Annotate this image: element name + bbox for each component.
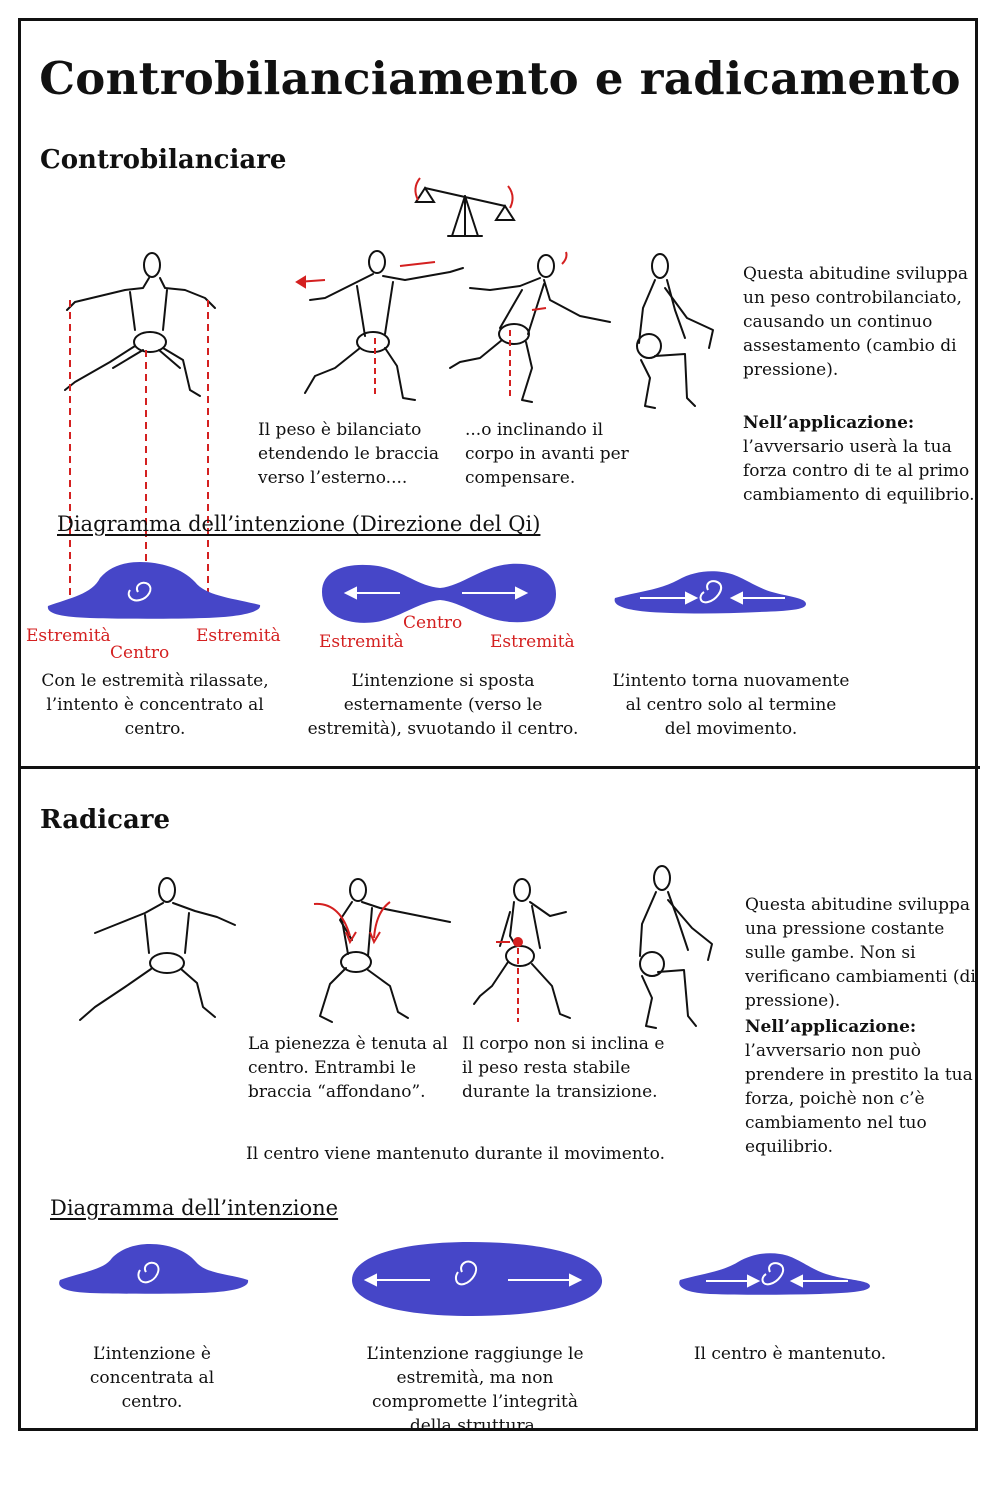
counter-caption-2: ...o inclinando il corpo in avanti per c… <box>465 420 629 488</box>
figure-counterbalance-arms <box>295 250 464 401</box>
section-divider <box>18 766 980 769</box>
root-blobs <box>59 1242 870 1316</box>
root-diagram-caption-2: L’intenzione raggiunge le estremità, ma … <box>366 1344 584 1436</box>
root-caption-2: Il corpo non si inclina e il peso resta … <box>462 1034 665 1102</box>
page-title: Controbilanciamento e radicamento <box>39 52 961 105</box>
counter-app-label: Nell’applicazione: <box>743 413 915 433</box>
counter-caption-1: Il peso è bilanciato etendendo le bracci… <box>258 420 439 488</box>
figure-counterbalance-lean <box>449 251 611 403</box>
root-app-label: Nell’applicazione: <box>745 1017 917 1037</box>
label-extremity-left-2: Estremità <box>319 632 404 652</box>
root-center-note: Il centro viene mantenuto durante il mov… <box>246 1144 665 1164</box>
root-diagram-caption-1: L’intenzione è concentrata al centro. <box>89 1344 215 1412</box>
root-side-text: Questa abitudine sviluppa una pressione … <box>745 895 976 1011</box>
figure-counterbalance-side <box>636 253 714 409</box>
label-center-1: Centro <box>110 643 170 663</box>
figure-rooting-stance <box>79 877 236 1021</box>
label-extremity-right-1: Estremità <box>196 626 281 646</box>
counter-diagram-caption-2: L’intenzione si sposta esternamente (ver… <box>307 671 579 739</box>
label-extremity-right-2: Estremità <box>490 632 575 652</box>
counter-app-text: l’avversario userà la tua forza contro d… <box>743 437 975 505</box>
root-diagram-caption-3: Il centro è mantenuto. <box>693 1344 887 1364</box>
counter-diagram-caption-1: Con le estremità rilassate, l’intento è … <box>41 671 269 739</box>
counter-side-text: Questa abitudine sviluppa un peso contro… <box>743 264 969 380</box>
figure-rooting-transition <box>473 878 571 1022</box>
section-heading-rooting: Radicare <box>40 805 171 835</box>
root-app-text: l’avversario non può prendere in prestit… <box>745 1041 973 1157</box>
section-heading-counterbalance: Controbilanciare <box>40 145 287 175</box>
root-diagram-title: Diagramma dell’intenzione <box>50 1196 339 1220</box>
label-center-2: Centro <box>403 613 463 633</box>
counter-side-application: Nell’applicazione: l’avversario userà la … <box>743 411 978 507</box>
page-frame <box>18 18 978 1431</box>
red-vertical-guides <box>69 300 209 600</box>
balance-scale-icon <box>414 177 516 237</box>
root-caption-1: La pienezza è tenuta al centro. Entrambi… <box>248 1034 448 1102</box>
figure-rooting-side <box>639 865 713 1029</box>
counter-blob-1 <box>47 562 806 623</box>
root-side-application: Nell’applicazione: l’avversario non può p… <box>745 1015 977 1159</box>
counter-diagram-title: Diagramma dell’intenzione (Direzione del… <box>57 512 541 536</box>
counter-diagram-caption-3: L’intento torna nuovamente al centro sol… <box>612 671 850 739</box>
figure-rooting-sink <box>313 878 451 1023</box>
label-extremity-left-1: Estremità <box>26 626 111 646</box>
